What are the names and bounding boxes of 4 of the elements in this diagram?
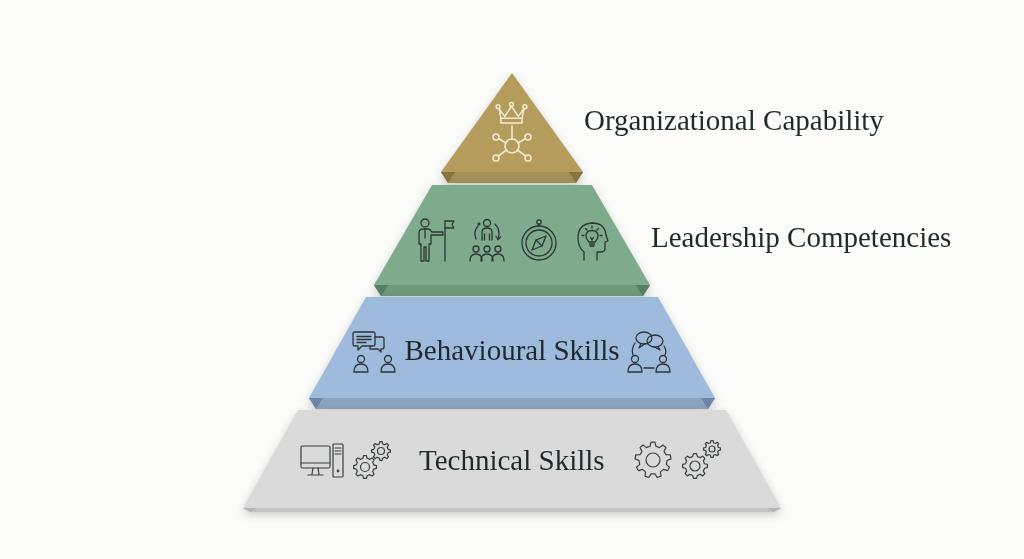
tier-label: Organizational Capability	[584, 103, 884, 137]
tier-label: Leadership Competencies	[651, 220, 952, 254]
tier-label: Behavioural Skills	[404, 333, 620, 367]
tier-label: Technical Skills	[419, 443, 605, 477]
